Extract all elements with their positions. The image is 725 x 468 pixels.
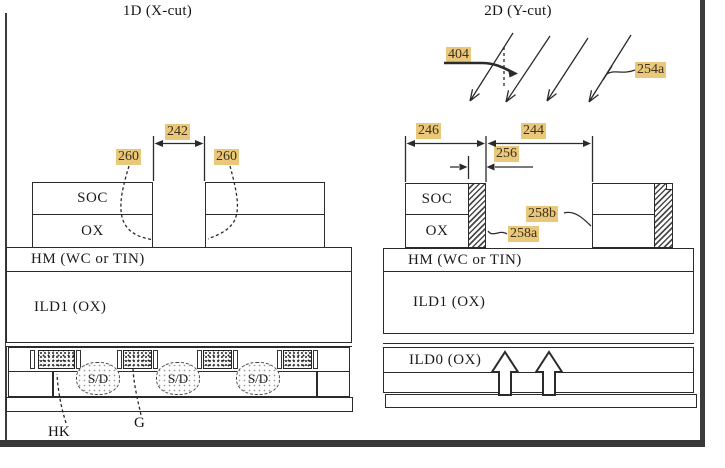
left-panel-title: 1D (X-cut) [122, 3, 193, 19]
ild1-band-right: ILD1 (OX) [383, 271, 694, 334]
ox-layer-right-panel-left-block: OX [405, 214, 469, 248]
soc-layer-right-panel-left-block: SOC [405, 183, 469, 215]
leader-g [132, 368, 142, 416]
pointer-404 [444, 61, 518, 78]
hk-annotation: HK [48, 424, 70, 440]
ild0-label: ILD0 (OX) [409, 351, 482, 368]
right-panel-title: 2D (Y-cut) [484, 3, 552, 19]
dimension-256 [450, 156, 533, 179]
spacer-hatch-left [468, 183, 486, 248]
hk-liner-bar [30, 350, 35, 369]
leader-254a [602, 65, 636, 81]
leader-hk [56, 373, 67, 424]
ild1-band-left: ILD1 (OX) [6, 271, 352, 343]
implant-arrows [469, 32, 632, 103]
hk-liner-bar [233, 350, 238, 369]
sd-region: S/D [76, 362, 120, 395]
hk-liner-bar [197, 350, 202, 369]
sd-band-divider [316, 372, 318, 396]
ox-label: OX [425, 222, 449, 239]
gate-electrode [38, 350, 75, 369]
ref-260-right: 260 [214, 149, 239, 165]
ref-256: 256 [494, 146, 519, 162]
ref-246: 246 [416, 123, 441, 139]
hk-liner-bar [277, 350, 282, 369]
dimension-246 [406, 140, 485, 147]
ref-258a: 258a [508, 226, 540, 242]
ref-254a: 254a [635, 62, 667, 78]
substrate-base-left [6, 397, 353, 412]
substrate-base-right [385, 394, 697, 408]
ild1-label: ILD1 (OX) [34, 298, 107, 315]
gate-electrode [123, 350, 152, 369]
ref-242: 242 [165, 124, 190, 140]
sd-label: S/D [167, 370, 189, 386]
extension-lines-right [404, 136, 594, 182]
gate-electrode [283, 350, 312, 369]
ild1-bottom-double-line-left [6, 342, 352, 347]
dimension-242 [152, 136, 206, 181]
leader-260-right [207, 165, 239, 240]
hk-liner-bar [153, 350, 158, 369]
soc-layer-right-block [205, 182, 325, 215]
ox-layer-right-panel-right-block [592, 214, 655, 248]
leader-258a [487, 230, 508, 235]
g-annotation: G [134, 415, 145, 431]
sd-band-divider [52, 372, 54, 396]
ref-258b: 258b [526, 206, 558, 222]
soc-layer-left-block: SOC [32, 182, 153, 215]
frame-right-border [700, 0, 705, 447]
soc-label: SOC [77, 190, 108, 206]
hk-liner-bar [117, 350, 122, 369]
hm-label: HM (WC or TIN) [31, 251, 145, 267]
leader-258b [563, 211, 592, 227]
frame-left-border [5, 13, 7, 441]
leader-260-left [120, 165, 154, 241]
sd-region: S/D [236, 362, 280, 395]
hk-liner-bar [313, 350, 318, 369]
sd-label: S/D [247, 370, 269, 386]
gate-electrode [203, 350, 232, 369]
ref-404: 404 [446, 47, 471, 63]
ref-260-left: 260 [116, 149, 141, 165]
ref-244: 244 [521, 123, 546, 139]
fin-up-arrows [490, 350, 564, 396]
ox-label: OX [81, 222, 104, 239]
soc-label: SOC [421, 190, 453, 207]
sd-label: S/D [87, 370, 109, 386]
spacer-hatch-right [654, 183, 673, 248]
frame-bottom-bar [0, 440, 705, 447]
sd-region: S/D [156, 362, 200, 395]
hm-label: HM (WC or TIN) [408, 251, 522, 268]
spacer-notch [665, 184, 672, 190]
dimension-244 [487, 140, 591, 147]
hm-band-left: HM (WC or TIN) [6, 247, 352, 272]
ild1-label: ILD1 (OX) [413, 294, 486, 310]
